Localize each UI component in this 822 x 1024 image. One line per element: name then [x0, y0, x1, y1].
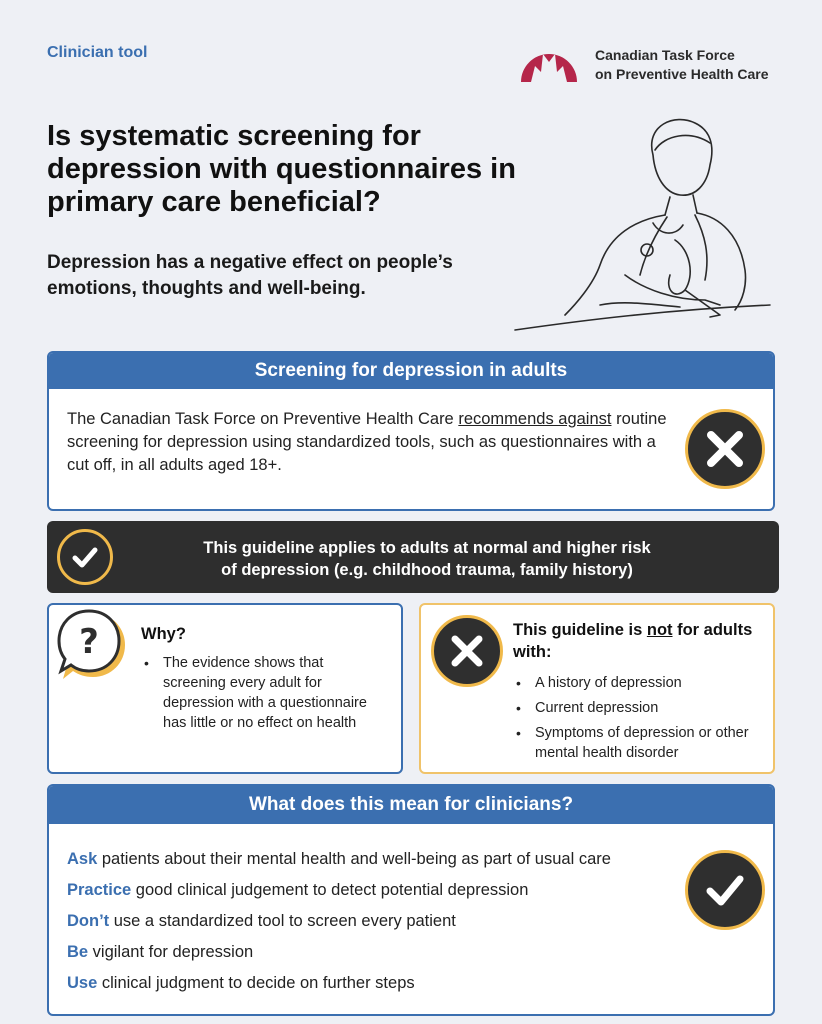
action-keyword: Ask	[67, 850, 98, 868]
org-name-line1: Canadian Task Force	[595, 47, 735, 63]
not-for-card: This guideline is not for adults with: A…	[419, 603, 775, 774]
applies-line2: of depression (e.g. childhood trauma, fa…	[221, 561, 633, 579]
action-keyword: Practice	[67, 881, 132, 899]
applies-line1: This guideline applies to adults at norm…	[203, 539, 651, 557]
x-circle-icon	[431, 615, 503, 687]
recommendation-text-part: The Canadian Task Force on Preventive He…	[67, 410, 459, 428]
screening-recommendation-text: The Canadian Task Force on Preventive He…	[67, 408, 677, 477]
action-text: good clinical judgement to detect potent…	[131, 881, 529, 899]
org-logo: Canadian Task Force on Preventive Health…	[517, 36, 787, 86]
clinicians-card-title: What does this mean for clinicians?	[49, 786, 773, 824]
list-item: The evidence shows that screening every …	[141, 653, 367, 733]
question-bubble-icon: ?	[57, 609, 125, 679]
list-item: Current depression	[513, 698, 763, 718]
list-item: Symptoms of depression or other mental h…	[513, 723, 763, 763]
why-list: The evidence shows that screening every …	[141, 653, 367, 733]
applies-banner: This guideline applies to adults at norm…	[47, 521, 779, 593]
svg-text:?: ?	[79, 622, 99, 662]
not-for-title: This guideline is not for adults with:	[513, 619, 753, 663]
x-circle-icon	[685, 409, 765, 489]
recommendation-text-part: routine screening for depression using s…	[67, 410, 667, 474]
screening-card: Screening for depression in adults The C…	[47, 351, 775, 511]
action-item: Practice good clinical judgement to dete…	[67, 875, 611, 906]
org-name-line2: on Preventive Health Care	[595, 66, 769, 82]
check-circle-icon	[57, 529, 113, 585]
not-for-title-part: This guideline is	[513, 621, 647, 639]
action-item: Use clinical judgment to decide on furth…	[67, 968, 611, 999]
page-title: Is systematic screening for depression w…	[47, 120, 516, 218]
page-subtitle: Depression has a negative effect on peop…	[47, 252, 453, 299]
why-card: ? Why? The evidence shows that screening…	[47, 603, 403, 774]
action-text: use a standardized tool to screen every …	[109, 912, 456, 930]
recommends-against-emphasis: recommends against	[458, 410, 612, 428]
clinician-tool-label: Clinician tool	[47, 44, 148, 61]
check-circle-icon	[685, 850, 765, 930]
applies-text: This guideline applies to adults at norm…	[157, 537, 697, 581]
action-text: clinical judgment to decide on further s…	[97, 974, 415, 992]
why-title: Why?	[141, 625, 186, 643]
action-keyword: Don’t	[67, 912, 110, 930]
clinicians-card: What does this mean for clinicians? Ask …	[47, 784, 775, 1016]
doctor-illustration-icon	[514, 118, 771, 331]
not-emphasis: not	[646, 621, 673, 639]
maple-leaf-logo-icon	[521, 54, 577, 82]
org-name: Canadian Task Force on Preventive Health…	[595, 46, 769, 84]
action-text: vigilant for depression	[88, 943, 254, 961]
clinician-action-list: Ask patients about their mental health a…	[67, 844, 611, 999]
action-item: Ask patients about their mental health a…	[67, 844, 611, 875]
action-keyword: Be	[67, 943, 89, 961]
not-for-list: A history of depression Current depressi…	[513, 673, 763, 763]
action-keyword: Use	[67, 974, 98, 992]
action-text: patients about their mental health and w…	[97, 850, 611, 868]
list-item: A history of depression	[513, 673, 763, 693]
not-for-title-part: for adults with:	[513, 621, 753, 661]
action-item: Don’t use a standardized tool to screen …	[67, 906, 611, 937]
action-item: Be vigilant for depression	[67, 937, 611, 968]
screening-card-title: Screening for depression in adults	[49, 353, 773, 389]
